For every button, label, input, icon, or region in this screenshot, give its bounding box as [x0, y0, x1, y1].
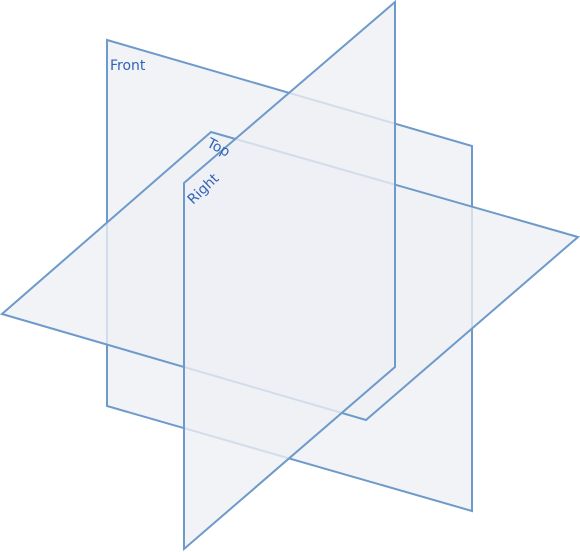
front-plane-label: Front: [110, 58, 146, 74]
right-plane[interactable]: [183, 0, 396, 552]
